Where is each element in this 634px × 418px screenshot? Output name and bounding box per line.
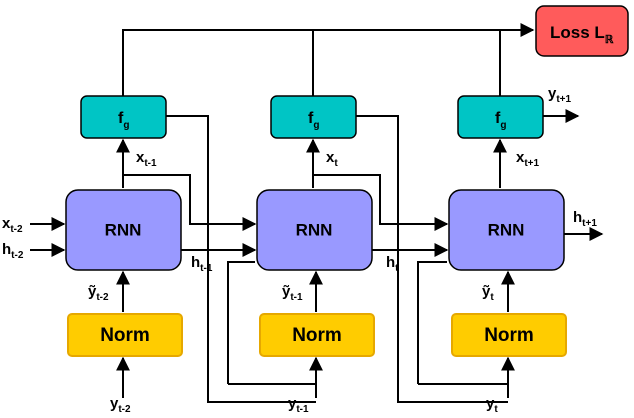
rnn3-label: RNN xyxy=(488,220,525,239)
rnn-box-2: RNN xyxy=(256,189,373,271)
x1-sub: t-1 xyxy=(144,158,157,169)
yt3-sub: t xyxy=(490,292,494,303)
svg-text:xt+1: xt+1 xyxy=(516,149,540,169)
rnn-box-3: RNN xyxy=(448,189,565,271)
fg1-out xyxy=(166,115,316,403)
feed-rnn3 xyxy=(417,261,447,384)
svg-text:yt: yt xyxy=(486,395,498,415)
yt2-sub: t-1 xyxy=(290,292,303,303)
svg-text:ht-1: ht-1 xyxy=(191,254,213,274)
svg-text:xt: xt xyxy=(326,149,338,169)
out-y-sub: t+1 xyxy=(556,94,571,105)
feed-rnn2 xyxy=(227,261,255,384)
svg-text:yt-2: yt-2 xyxy=(110,395,131,415)
svg-text:xt-2: xt-2 xyxy=(2,215,23,235)
x2-label: x xyxy=(326,149,335,166)
crossing-gaps xyxy=(222,226,424,232)
norm2-label: Norm xyxy=(292,325,342,346)
y1-sub: t-2 xyxy=(118,404,131,415)
loss-bus xyxy=(122,23,535,98)
yt3-label: ỹ xyxy=(482,283,491,300)
svg-text:ht+1: ht+1 xyxy=(573,209,597,229)
yt1-label: ỹ xyxy=(88,283,97,300)
x1-to-rnn2 xyxy=(123,174,257,231)
y3-sub: t xyxy=(494,404,498,415)
svg-text:fg: fg xyxy=(118,110,129,131)
fg2-label: f xyxy=(308,110,314,127)
fg3-label: f xyxy=(495,110,501,127)
h1-label: h xyxy=(191,254,200,271)
norm1-label: Norm xyxy=(100,325,150,346)
connectors xyxy=(30,23,604,403)
loss-label: Loss L xyxy=(550,23,605,42)
svg-text:ỹt: ỹt xyxy=(482,283,494,303)
x3-sub: t+1 xyxy=(524,158,539,169)
out-h-sub: t+1 xyxy=(582,218,597,229)
fg2-sub: g xyxy=(313,120,319,131)
fg2-out xyxy=(355,115,508,403)
svg-text:Loss Lℝ: Loss Lℝ xyxy=(550,23,614,46)
y2-label: y xyxy=(288,395,297,412)
norm-box-2: Norm xyxy=(259,313,375,357)
x3-label: x xyxy=(516,149,525,166)
x2-sub: t xyxy=(334,158,338,169)
fg3-sub: g xyxy=(500,120,506,131)
norm3-label: Norm xyxy=(484,325,534,346)
h1-sub: t-1 xyxy=(200,263,213,274)
input-h-sub: t-2 xyxy=(11,250,24,261)
input-x-sub: t-2 xyxy=(10,224,23,235)
svg-text:fg: fg xyxy=(308,110,319,131)
x2-to-rnn3 xyxy=(313,174,449,231)
x1-label: x xyxy=(136,149,145,166)
svg-text:ht-2: ht-2 xyxy=(2,241,24,261)
fg-box-2: fg xyxy=(270,95,357,139)
rnn1-label: RNN xyxy=(105,220,142,239)
fg1-sub: g xyxy=(123,120,129,131)
fg-box-1: fg xyxy=(80,95,167,139)
y1-label: y xyxy=(110,395,119,412)
loss-box: Loss Lℝ xyxy=(535,5,629,57)
h2-sub: t xyxy=(395,263,399,274)
yt2-label: ỹ xyxy=(282,283,291,300)
svg-text:yt+1: yt+1 xyxy=(548,85,572,105)
svg-text:ht: ht xyxy=(386,254,399,274)
svg-text:ỹt-2: ỹt-2 xyxy=(88,283,109,303)
svg-text:xt-1: xt-1 xyxy=(136,149,157,169)
loss-sub: ℝ xyxy=(605,34,614,46)
y2-sub: t-1 xyxy=(296,404,309,415)
h2-label: h xyxy=(386,254,395,271)
input-x-label: x xyxy=(2,215,11,232)
rnn2-label: RNN xyxy=(296,220,333,239)
fg1-label: f xyxy=(118,110,124,127)
input-h-label: h xyxy=(2,241,11,258)
out-y-label: y xyxy=(548,85,557,102)
svg-text:fg: fg xyxy=(495,110,506,131)
y3-label: y xyxy=(486,395,495,412)
norm-box-3: Norm xyxy=(451,313,567,357)
yt1-sub: t-2 xyxy=(96,292,109,303)
labels: xt-2 ht-2 yt+1 ht+1 xt-1 xt xt+1 ht-1 ht… xyxy=(2,85,597,415)
svg-text:yt-1: yt-1 xyxy=(288,395,309,415)
out-h-label: h xyxy=(573,209,582,226)
svg-text:ỹt-1: ỹt-1 xyxy=(282,283,303,303)
rnn-box-1: RNN xyxy=(65,189,182,271)
fg-box-3: fg xyxy=(457,95,544,139)
norm-box-1: Norm xyxy=(67,313,183,357)
